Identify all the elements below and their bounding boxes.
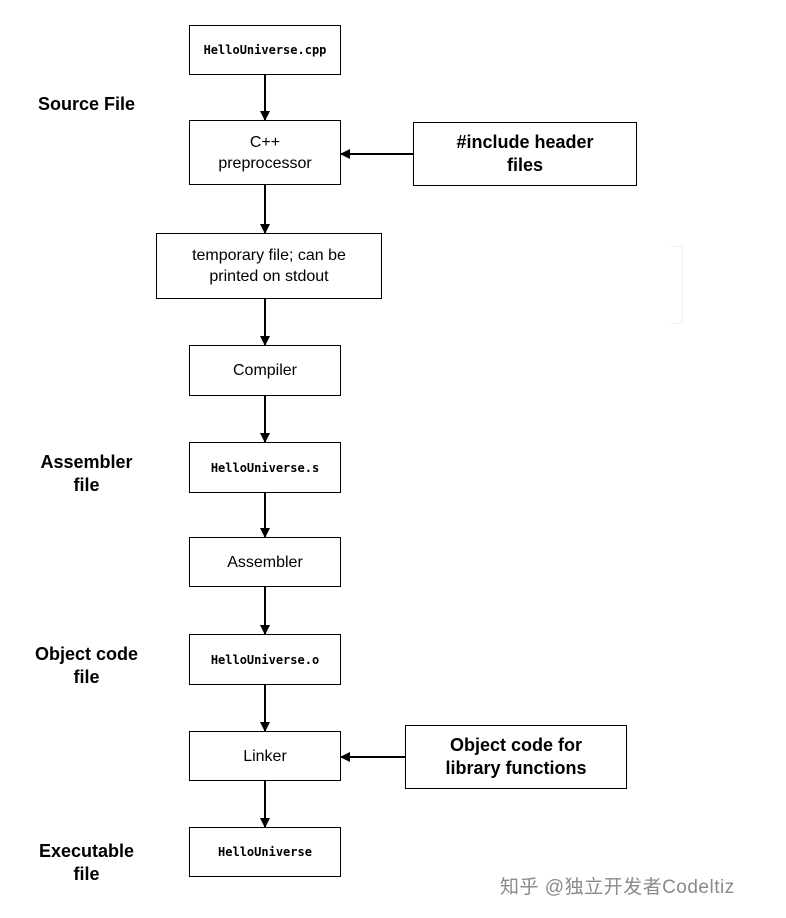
node-executable: HelloUniverse [189, 827, 341, 877]
label-source-file: Source File [37, 94, 136, 114]
node-compiler: Compiler [189, 345, 341, 396]
node-assembler-file: HelloUniverse.s [189, 442, 341, 493]
node-object-file: HelloUniverse.o [189, 634, 341, 685]
node-library-object-code: Object code for library functions [405, 725, 627, 789]
watermark: 知乎 @独立开发者Codeltiz [500, 877, 735, 898]
label-assembler-file: Assembler file [40, 452, 133, 495]
faint-bracket [670, 246, 683, 324]
node-include-headers: #include header files [413, 122, 637, 186]
label-executable-file: Executable file [38, 841, 135, 884]
node-source-file: HelloUniverse.cpp [189, 25, 341, 75]
label-object-code-file: Object code file [34, 644, 139, 687]
node-linker: Linker [189, 731, 341, 781]
node-assembler: Assembler [189, 537, 341, 587]
node-temporary-file: temporary file; can be printed on stdout [156, 233, 382, 299]
node-preprocessor: C++ preprocessor [189, 120, 341, 185]
